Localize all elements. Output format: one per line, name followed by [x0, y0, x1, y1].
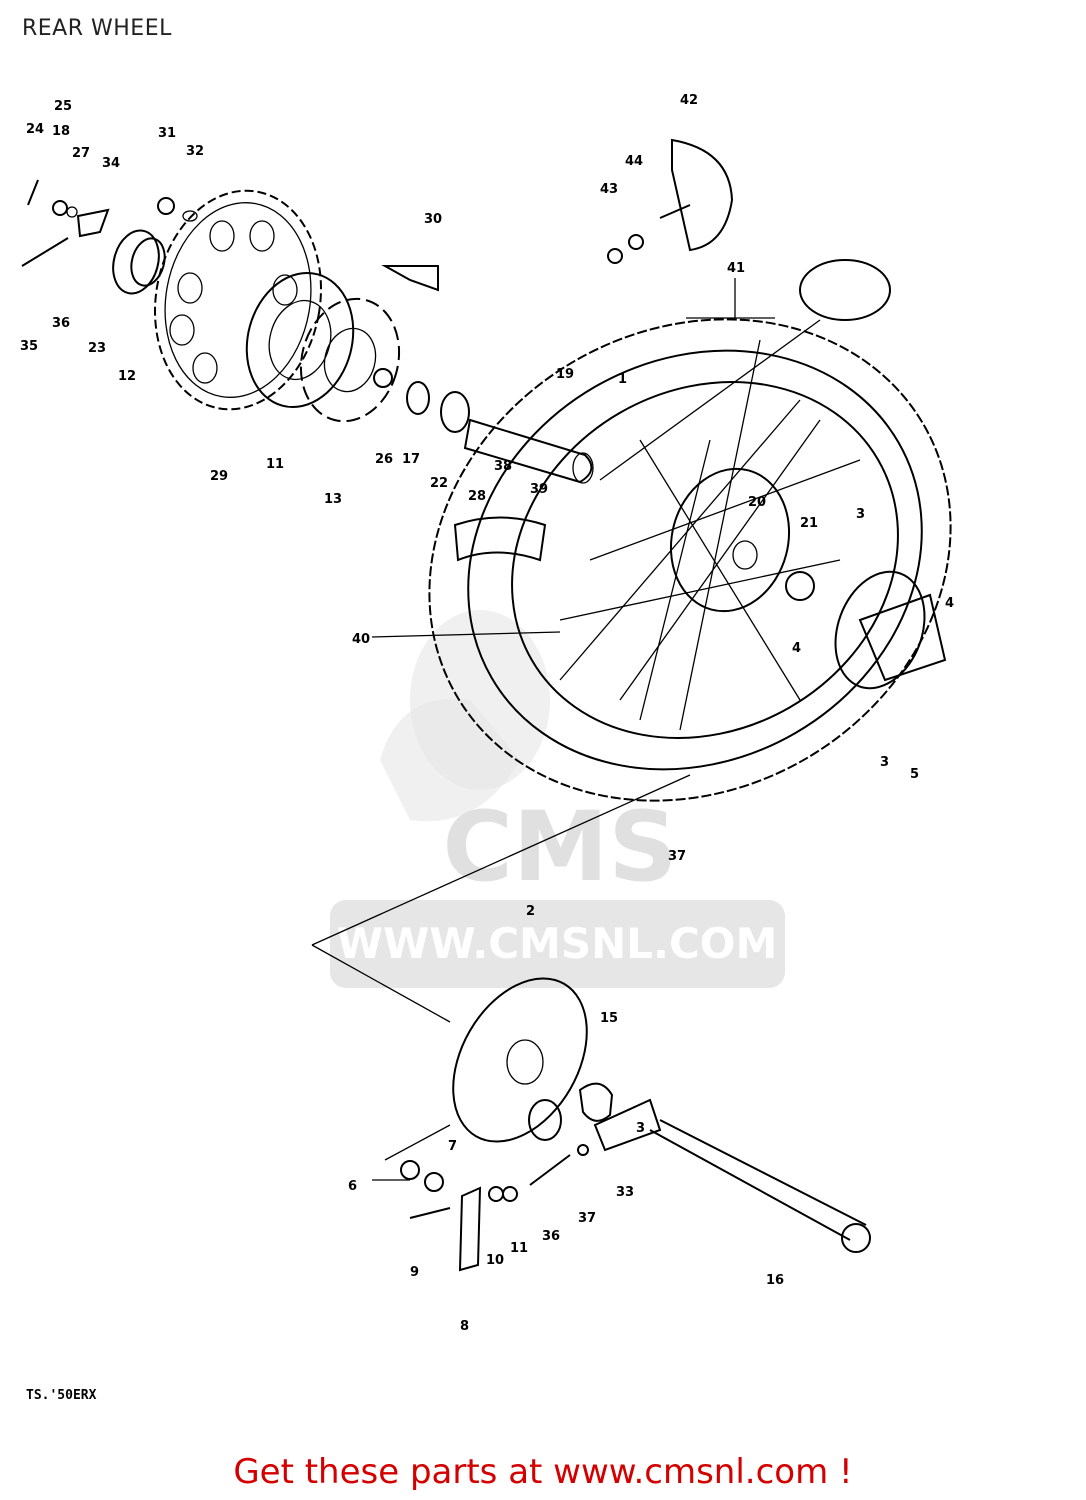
callout-20: 20: [748, 495, 766, 510]
callout-3c: 3: [636, 1121, 645, 1136]
callout-29: 29: [210, 469, 228, 484]
callout-13: 12: [118, 369, 136, 384]
leader-lines: [311, 278, 775, 1181]
callout-7: 7: [448, 1139, 457, 1154]
callout-27: 27: [72, 146, 90, 161]
callout-9: 9: [410, 1265, 419, 1280]
callout-33: 33: [616, 1185, 634, 1200]
callout-32: 32: [186, 144, 204, 159]
page-title: REAR WHEEL: [22, 16, 172, 41]
axle-sleeve: [463, 418, 594, 484]
rear-sprocket: [154, 189, 322, 411]
callout-41: 41: [727, 261, 745, 276]
callout-3b: 3: [880, 755, 889, 770]
callout-43: 43: [600, 182, 618, 197]
callout-24: 24: [26, 122, 44, 137]
model-code: TS.'50ERX: [26, 1388, 97, 1403]
callout-18: 18: [52, 124, 70, 139]
callout-42: 42: [680, 93, 698, 108]
callout-26: 26: [375, 452, 393, 467]
chain-adjuster-parts: [21, 179, 470, 433]
callout-35a: 35: [20, 339, 38, 354]
rear-wheel-assembly: [428, 259, 952, 802]
callout-11: 11: [510, 1241, 528, 1256]
watermark-url: WWW.CMSNL.COM: [337, 919, 778, 968]
callout-40: 40: [352, 632, 370, 647]
callout-4a: 4: [945, 596, 954, 611]
callout-31: 31: [158, 126, 176, 141]
callout-8: 8: [460, 1319, 469, 1334]
watermark: CMS WWW.CMSNL.COM: [330, 610, 785, 988]
callout-23: 23: [88, 341, 106, 356]
sprocket-carrier: [245, 271, 401, 423]
callout-15: 16: [766, 1273, 784, 1288]
chain-guard: [607, 138, 734, 264]
callout-35b: 36: [542, 1229, 560, 1244]
callout-6: 6: [348, 1179, 357, 1194]
callout-36b: 37: [578, 1211, 596, 1226]
callout-10: 10: [486, 1253, 504, 1268]
callout-44: 44: [625, 154, 643, 169]
callout-34: 34: [102, 156, 120, 171]
callout-1: 1: [618, 372, 627, 387]
watermark-brand: CMS: [442, 791, 677, 903]
part-callouts: 25 24 18 27 34 31 32 30 35 36 23 12 29 1…: [20, 93, 954, 1334]
brake-panel-assembly: [400, 977, 871, 1272]
callout-30: 30: [424, 212, 442, 227]
callout-19: 19: [556, 367, 574, 382]
callout-21: 21: [800, 516, 818, 531]
callout-22: 22: [430, 476, 448, 491]
callout-39: 39: [530, 482, 548, 497]
callout-14: 13: [324, 492, 342, 507]
callout-5: 5: [910, 767, 919, 782]
callout-37: 37: [668, 849, 686, 864]
callout-3a: 3: [856, 507, 865, 522]
callout-28: 28: [468, 489, 486, 504]
callout-25: 25: [54, 99, 72, 114]
callout-2: 2: [526, 904, 535, 919]
footer-link[interactable]: Get these parts at www.cmsnl.com !: [233, 1452, 853, 1492]
callout-38: 38: [494, 459, 512, 474]
callout-12: 11: [266, 457, 284, 472]
callout-16: 15: [600, 1011, 618, 1026]
callout-36a: 36: [52, 316, 70, 331]
callout-4b: 4: [792, 641, 801, 656]
callout-17: 17: [402, 452, 420, 467]
